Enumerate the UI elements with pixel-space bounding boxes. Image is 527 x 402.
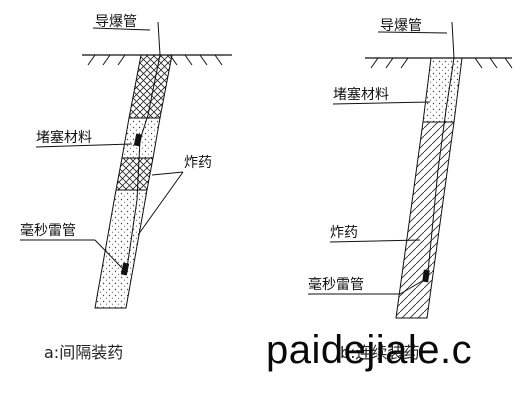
label-detonator-b: 毫秒雷管: [308, 276, 364, 293]
label-detonator-a: 毫秒雷管: [20, 222, 76, 239]
label-stemming-b: 堵塞材料: [333, 86, 389, 103]
stemming-segment-b: [422, 57, 463, 123]
diagram-a: 导爆管 堵塞材料 炸药 毫秒雷管 a:间隔装药: [20, 14, 232, 362]
label-stemming-a: 堵塞材料: [36, 129, 92, 146]
leader-tube-a: [92, 27, 151, 31]
leader-stemming-a: [35, 143, 133, 148]
label-explosive-a: 炸药: [184, 155, 212, 171]
caption-a: a:间隔装药: [44, 343, 123, 362]
leader-explosive-a2: [137, 171, 184, 236]
detonating-tube-line-a: [126, 21, 161, 269]
leader-tube-b: [377, 31, 448, 34]
detonator-lower-a: [120, 262, 130, 276]
leader-stemming-b: [332, 101, 431, 105]
diagram-b: 导爆管 堵塞材料 炸药 毫秒雷管 b:连续装药: [308, 18, 513, 362]
leader-detonator-a2: [94, 239, 123, 269]
stemming-segment-mid-a: [115, 157, 154, 191]
label-detonating-tube-b: 导爆管: [380, 18, 422, 34]
leader-explosive-b: [329, 239, 421, 243]
detonator-b: [422, 269, 430, 283]
leader-explosive-a1: [151, 171, 184, 176]
caption-b: b:连续装药: [340, 343, 420, 362]
watermark: paidejiale.c: [266, 328, 473, 372]
leader-detonator-b2: [399, 279, 425, 295]
explosive-segment-lower-a: [94, 189, 148, 309]
detonator-upper-a: [133, 133, 143, 147]
stemming-segment-top-a: [128, 54, 173, 119]
label-detonating-tube-a: 导爆管: [95, 14, 137, 30]
detonating-tube-line-b: [427, 21, 455, 273]
label-explosive-b: 炸药: [330, 225, 358, 241]
explosive-column-b: [395, 121, 455, 319]
